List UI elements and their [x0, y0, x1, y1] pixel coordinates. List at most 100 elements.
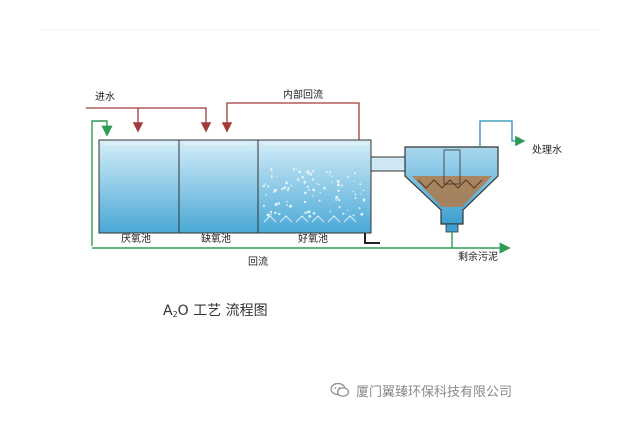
bubble	[307, 210, 310, 214]
bubble	[328, 174, 331, 176]
bubble	[335, 199, 337, 201]
bubble	[323, 186, 326, 190]
bubble	[281, 187, 284, 191]
bubble	[274, 211, 277, 215]
bubble	[290, 184, 293, 187]
bubble	[267, 185, 270, 188]
bubble	[286, 189, 289, 192]
bubble	[360, 212, 364, 216]
bubble	[285, 186, 287, 189]
bubble	[277, 202, 281, 205]
bubble	[287, 187, 290, 190]
clarifier-sludge	[412, 176, 492, 207]
bubble	[278, 212, 281, 216]
bubble	[338, 198, 341, 202]
clarifier-outlet-stub	[445, 223, 459, 233]
bubble	[330, 181, 333, 183]
bubble	[360, 193, 362, 195]
bubble	[304, 191, 307, 195]
bubble	[303, 200, 307, 204]
bubble	[329, 210, 332, 213]
reflux-label: 回流	[248, 257, 268, 268]
bubble	[353, 172, 356, 175]
bubble	[274, 202, 278, 206]
bubble	[273, 190, 276, 193]
bubble	[266, 213, 270, 217]
bubble	[336, 183, 340, 187]
clarifier-center-well	[443, 149, 461, 185]
bubble	[318, 183, 320, 186]
watermark-text: 厦门翼臻环保科技有限公司	[356, 384, 513, 400]
bubble	[296, 178, 300, 181]
anaerobic-tank-label: 厌氧池	[121, 234, 151, 245]
aerobic-tank-label: 好氧池	[298, 234, 328, 245]
bubble	[354, 193, 357, 196]
inflow-pipe	[91, 120, 113, 246]
aerobic-drain	[364, 233, 380, 244]
internal-reflux-label: 内部回流	[283, 90, 323, 101]
bubble	[325, 171, 328, 174]
anoxic-tank	[178, 139, 259, 234]
bubble	[318, 199, 321, 202]
bubble	[296, 168, 298, 171]
excess-sludge-label: 剩余污泥	[458, 252, 498, 263]
bubble	[276, 175, 278, 177]
anoxic-tank-label: 缺氧池	[201, 234, 231, 245]
bubble	[312, 178, 315, 181]
clarifier-scraper	[417, 179, 483, 189]
bubble	[353, 180, 355, 182]
bubble	[270, 168, 273, 171]
bubble	[352, 214, 355, 217]
bubble	[265, 193, 267, 196]
bubble	[312, 195, 314, 197]
inflow-label: 进水	[95, 92, 115, 103]
bubble	[336, 179, 340, 183]
bubble	[311, 170, 314, 173]
bubble	[335, 195, 339, 199]
bubble	[269, 210, 273, 214]
bubble	[271, 177, 273, 180]
bubble	[301, 175, 305, 179]
aeration-bubbles	[262, 168, 366, 218]
transfer-pipe	[370, 156, 408, 172]
bubble	[363, 200, 365, 202]
bubble	[352, 190, 355, 193]
bubble	[270, 170, 273, 173]
bubble	[285, 204, 288, 206]
bubble	[270, 175, 273, 178]
diagram-title: A2O 工艺 流程图	[163, 303, 268, 319]
bubble	[308, 214, 312, 218]
bubble	[262, 184, 265, 188]
bubble	[309, 172, 313, 176]
bubble	[354, 197, 357, 199]
bubble	[316, 183, 318, 185]
bubble	[312, 212, 316, 215]
bubble	[362, 198, 366, 202]
bubble	[292, 168, 296, 171]
bubble	[306, 170, 310, 174]
treated-water-label: 处理水	[532, 145, 562, 156]
bubble	[306, 185, 309, 188]
anaerobic-feed-line	[86, 107, 212, 133]
wechat-icon	[330, 382, 350, 397]
bubble	[340, 184, 343, 187]
bubble	[346, 176, 349, 178]
bubble	[331, 175, 333, 178]
bubble	[342, 212, 345, 215]
bubble	[289, 204, 293, 208]
watermark: 厦门翼臻环保科技有限公司	[330, 380, 512, 400]
treated-water-line	[479, 120, 526, 147]
bubble	[286, 200, 288, 203]
bubble	[312, 188, 315, 192]
bubble	[304, 211, 307, 214]
aeration-diffusers	[263, 215, 357, 223]
bubble	[337, 189, 340, 192]
bubble	[319, 191, 322, 194]
anaerobic-tank	[98, 139, 180, 234]
bubble	[358, 207, 361, 210]
bubble	[347, 209, 349, 211]
bubble	[359, 183, 362, 186]
internal-reflux-line	[221, 102, 360, 140]
bubble	[298, 170, 302, 174]
